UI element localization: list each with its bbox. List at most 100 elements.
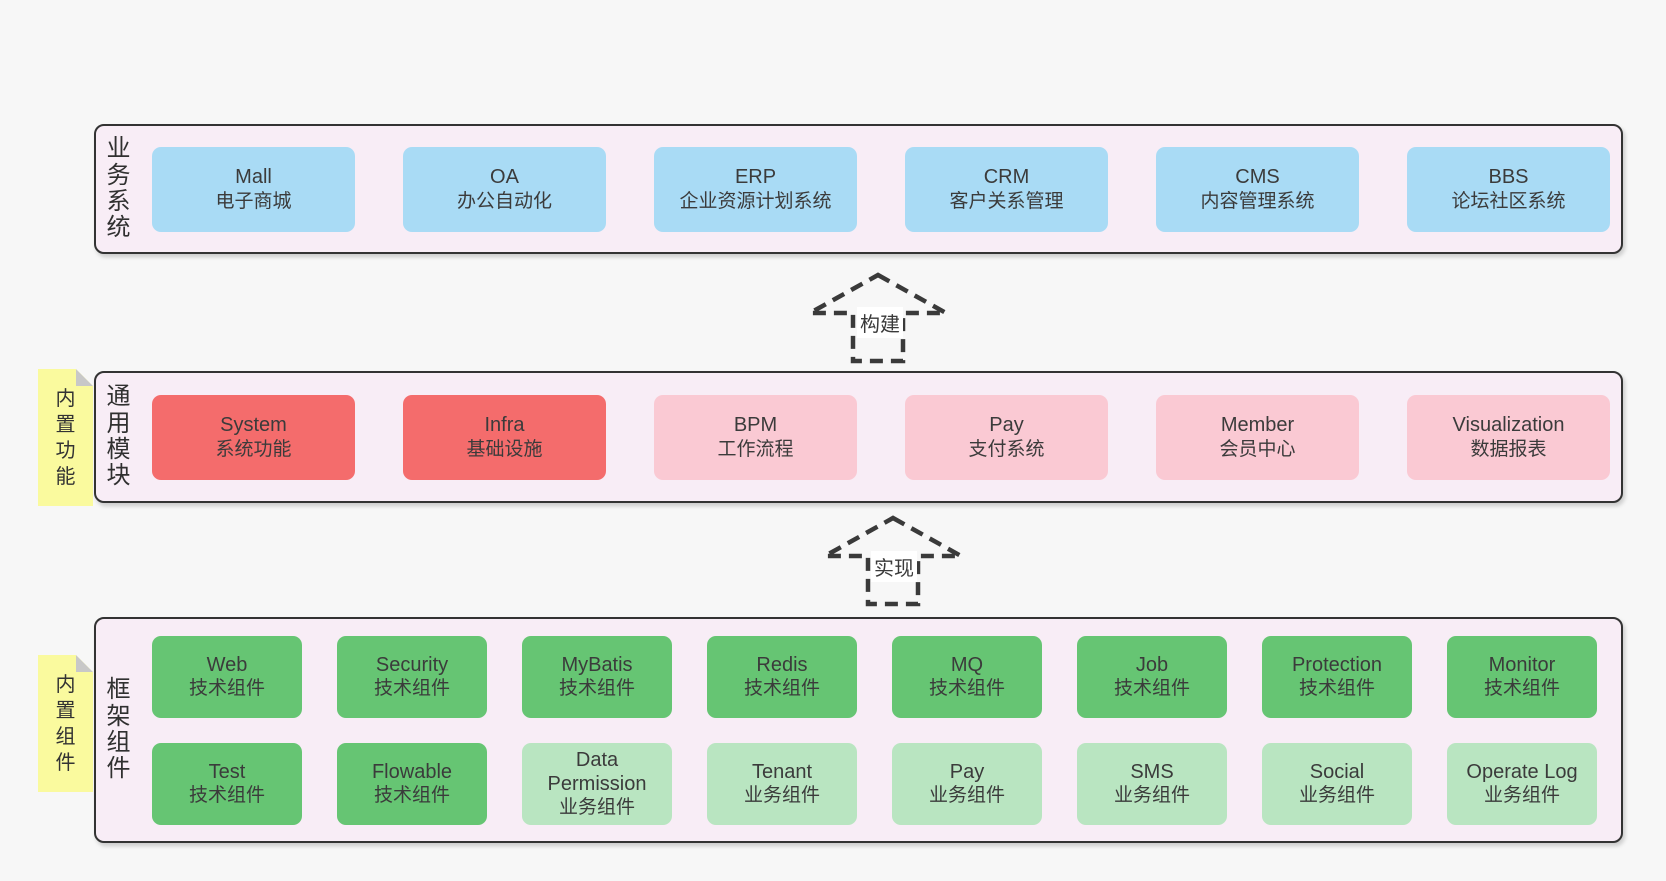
sticky-note-text: 内置组件 xyxy=(55,673,76,774)
box-subtitle: 技术组件 xyxy=(1298,678,1375,700)
box-subtitle: 业务组件 xyxy=(558,797,635,819)
box-subtitle: 技术组件 xyxy=(1483,678,1560,700)
box-subtitle: 系统功能 xyxy=(215,438,292,460)
box-subtitle: 技术组件 xyxy=(188,678,265,700)
band-label-text: 框架组件 xyxy=(106,676,131,783)
box-subtitle: 业务组件 xyxy=(743,785,820,807)
box-subtitle: 业务组件 xyxy=(1113,785,1190,807)
band-framework-components: 框架组件 Web 技术组件 Security 技术组件 MyBatis 技术组件… xyxy=(94,617,1623,843)
band-common-modules-row: System 系统功能 Infra 基础设施 BPM 工作流程 Pay 支付系统… xyxy=(152,373,1621,501)
box-subtitle: 技术组件 xyxy=(373,785,450,807)
box-subtitle: 技术组件 xyxy=(188,785,265,807)
box-name: Redis xyxy=(756,653,808,676)
box-test: Test 技术组件 xyxy=(152,742,302,825)
box-name: MQ xyxy=(950,653,984,676)
box-pay-component: Pay 业务组件 xyxy=(892,742,1042,825)
box-crm: CRM 客户关系管理 xyxy=(905,146,1108,232)
box-job: Job 技术组件 xyxy=(1077,635,1227,718)
band-business-systems-label: 业务系统 xyxy=(96,126,152,252)
box-name: SMS xyxy=(1130,760,1174,783)
box-name: Mall xyxy=(235,165,272,188)
box-subtitle: 论坛社区系统 xyxy=(1451,190,1566,212)
box-operate-log: Operate Log 业务组件 xyxy=(1447,742,1597,825)
box-name: Tenant xyxy=(751,760,813,783)
box-subtitle: 办公自动化 xyxy=(456,190,552,212)
box-subtitle: 工作流程 xyxy=(717,438,794,460)
box-name: BPM xyxy=(733,413,778,436)
box-subtitle: 技术组件 xyxy=(558,678,635,700)
box-name: CRM xyxy=(983,165,1030,188)
build-arrow-label: 构建 xyxy=(857,307,903,338)
box-mq: MQ 技术组件 xyxy=(892,635,1042,718)
box-web: Web 技术组件 xyxy=(152,635,302,718)
band-common-modules-label: 通用模块 xyxy=(96,373,152,501)
box-name: Security xyxy=(375,653,449,676)
box-visualization: Visualization 数据报表 xyxy=(1407,394,1610,480)
box-sms: SMS 业务组件 xyxy=(1077,742,1227,825)
box-name: Pay xyxy=(949,760,985,783)
box-subtitle: 业务组件 xyxy=(1483,785,1560,807)
framework-row-2: Test 技术组件 Flowable 技术组件 Data Permission … xyxy=(152,742,1597,825)
box-data-permission: Data Permission 业务组件 xyxy=(522,742,672,825)
box-name: OA xyxy=(490,165,519,188)
box-name: Infra xyxy=(484,413,525,436)
box-redis: Redis 技术组件 xyxy=(707,635,857,718)
sticky-note-built-in-components: 内置组件 xyxy=(38,655,93,792)
box-security: Security 技术组件 xyxy=(337,635,487,718)
box-name: Visualization xyxy=(1452,413,1565,436)
box-flowable: Flowable 技术组件 xyxy=(337,742,487,825)
box-subtitle: 企业资源计划系统 xyxy=(679,190,832,212)
box-subtitle: 支付系统 xyxy=(968,438,1045,460)
box-subtitle: 客户关系管理 xyxy=(949,190,1064,212)
implement-arrow xyxy=(816,515,970,607)
framework-row-1: Web 技术组件 Security 技术组件 MyBatis 技术组件 Redi… xyxy=(152,635,1597,718)
build-arrow-outline xyxy=(801,272,955,364)
box-subtitle: 技术组件 xyxy=(743,678,820,700)
box-subtitle: 电子商城 xyxy=(215,190,292,212)
box-name: Monitor xyxy=(1488,653,1556,676)
box-system: System 系统功能 xyxy=(152,394,355,480)
box-name: BBS xyxy=(1488,165,1529,188)
box-mybatis: MyBatis 技术组件 xyxy=(522,635,672,718)
box-name: CMS xyxy=(1235,165,1280,188)
box-name: Data Permission xyxy=(547,748,647,795)
box-subtitle: 基础设施 xyxy=(466,438,543,460)
box-subtitle: 业务组件 xyxy=(928,785,1005,807)
box-bpm: BPM 工作流程 xyxy=(654,394,857,480)
box-subtitle: 技术组件 xyxy=(928,678,1005,700)
box-name: Member xyxy=(1220,413,1295,436)
box-name: Job xyxy=(1135,653,1169,676)
box-name: Test xyxy=(208,760,246,783)
box-protection: Protection 技术组件 xyxy=(1262,635,1412,718)
box-mall: Mall 电子商城 xyxy=(152,146,355,232)
box-subtitle: 业务组件 xyxy=(1298,785,1375,807)
sticky-note-built-in-features: 内置功能 xyxy=(38,369,93,506)
implement-arrow-outline xyxy=(816,515,970,607)
box-name: Social xyxy=(1309,760,1365,783)
box-name: Flowable xyxy=(371,760,453,783)
box-member: Member 会员中心 xyxy=(1156,394,1359,480)
box-subtitle: 会员中心 xyxy=(1219,438,1296,460)
folded-corner-icon xyxy=(76,369,93,386)
folded-corner-icon xyxy=(76,655,93,672)
implement-arrow-label: 实现 xyxy=(871,551,917,582)
box-name: Pay xyxy=(989,413,1024,436)
box-name: MyBatis xyxy=(561,653,633,676)
sticky-note-text: 内置功能 xyxy=(55,387,76,488)
box-name: Operate Log xyxy=(1466,760,1578,783)
box-subtitle: 数据报表 xyxy=(1470,438,1547,460)
band-label-text: 通用模块 xyxy=(106,383,131,490)
box-erp: ERP 企业资源计划系统 xyxy=(654,146,857,232)
box-oa: OA 办公自动化 xyxy=(403,146,606,232)
box-name: System xyxy=(220,413,287,436)
band-common-modules: 通用模块 System 系统功能 Infra 基础设施 BPM 工作流程 Pay… xyxy=(94,371,1623,503)
box-social: Social 业务组件 xyxy=(1262,742,1412,825)
box-cms: CMS 内容管理系统 xyxy=(1156,146,1359,232)
box-bbs: BBS 论坛社区系统 xyxy=(1407,146,1610,232)
band-label-text: 业务系统 xyxy=(106,135,131,242)
band-framework-components-label: 框架组件 xyxy=(96,619,152,841)
box-pay-module: Pay 支付系统 xyxy=(905,394,1108,480)
build-arrow xyxy=(801,272,955,364)
box-infra: Infra 基础设施 xyxy=(403,394,606,480)
